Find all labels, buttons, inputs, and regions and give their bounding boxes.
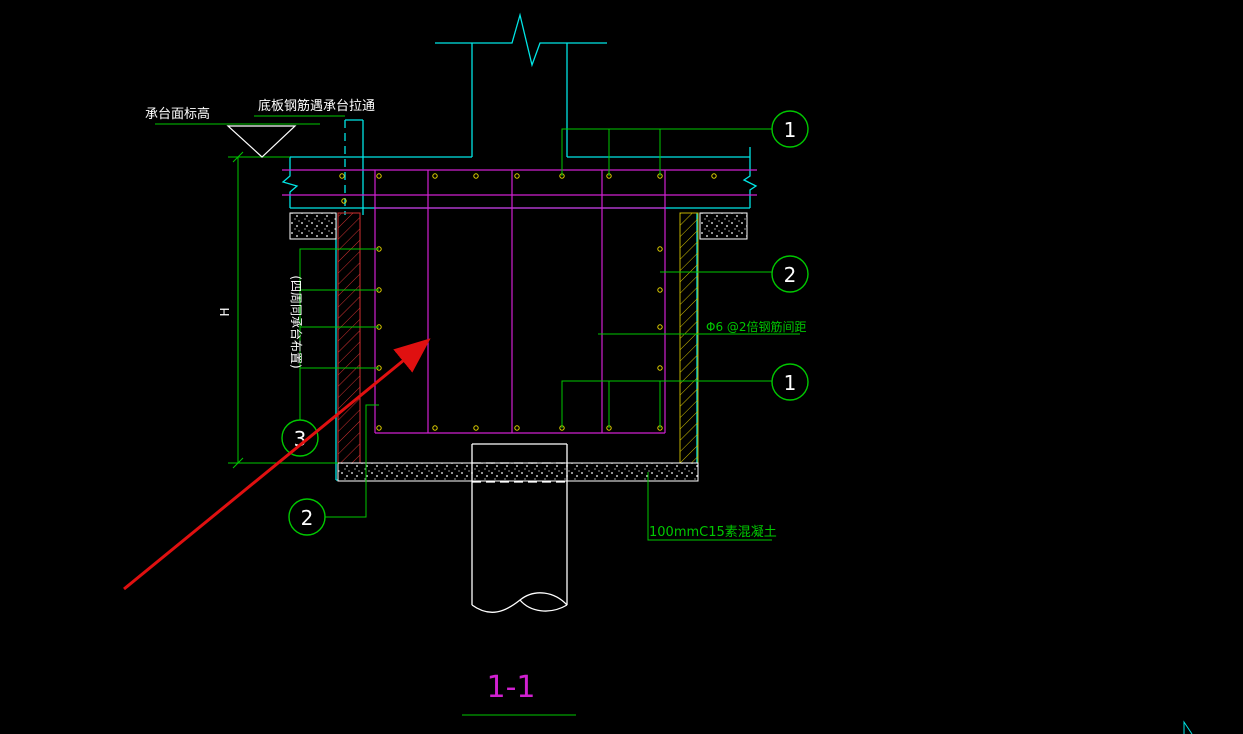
height-dimension-label: H [218,307,232,316]
right-wall-hatch [679,212,699,464]
callout-1-upper: 1 [784,118,797,142]
stirrup-note: Φ6 @2倍钢筋间距 [706,319,807,334]
rebar-dots [339,173,717,431]
callout-3-left: 3 [294,427,307,451]
rebar-cage [282,169,757,434]
concrete-note: 100mmC15素混凝土 [649,524,777,540]
side-rebar-note: (四周同承台布置) [289,275,304,368]
callout-2-right: 2 [784,263,797,287]
elevation-triangle [226,125,297,158]
bottom-rebar-note: 底板钢筋遇承台拉通 [258,98,375,114]
callout-2-bottom: 2 [301,506,314,530]
concrete-bed [337,462,699,482]
section-title: 1-1 [487,670,536,705]
slab-side-left [289,212,748,240]
cap-top-elevation-label: 承台面标高 [145,106,210,122]
leader-lines [155,115,800,716]
left-wall-hatch [337,212,361,464]
cursor-mark [1183,720,1193,734]
pile [471,443,568,613]
callout-circles [281,110,809,536]
callout-1-lower: 1 [784,371,797,395]
red-annotation-arrow [123,338,431,591]
